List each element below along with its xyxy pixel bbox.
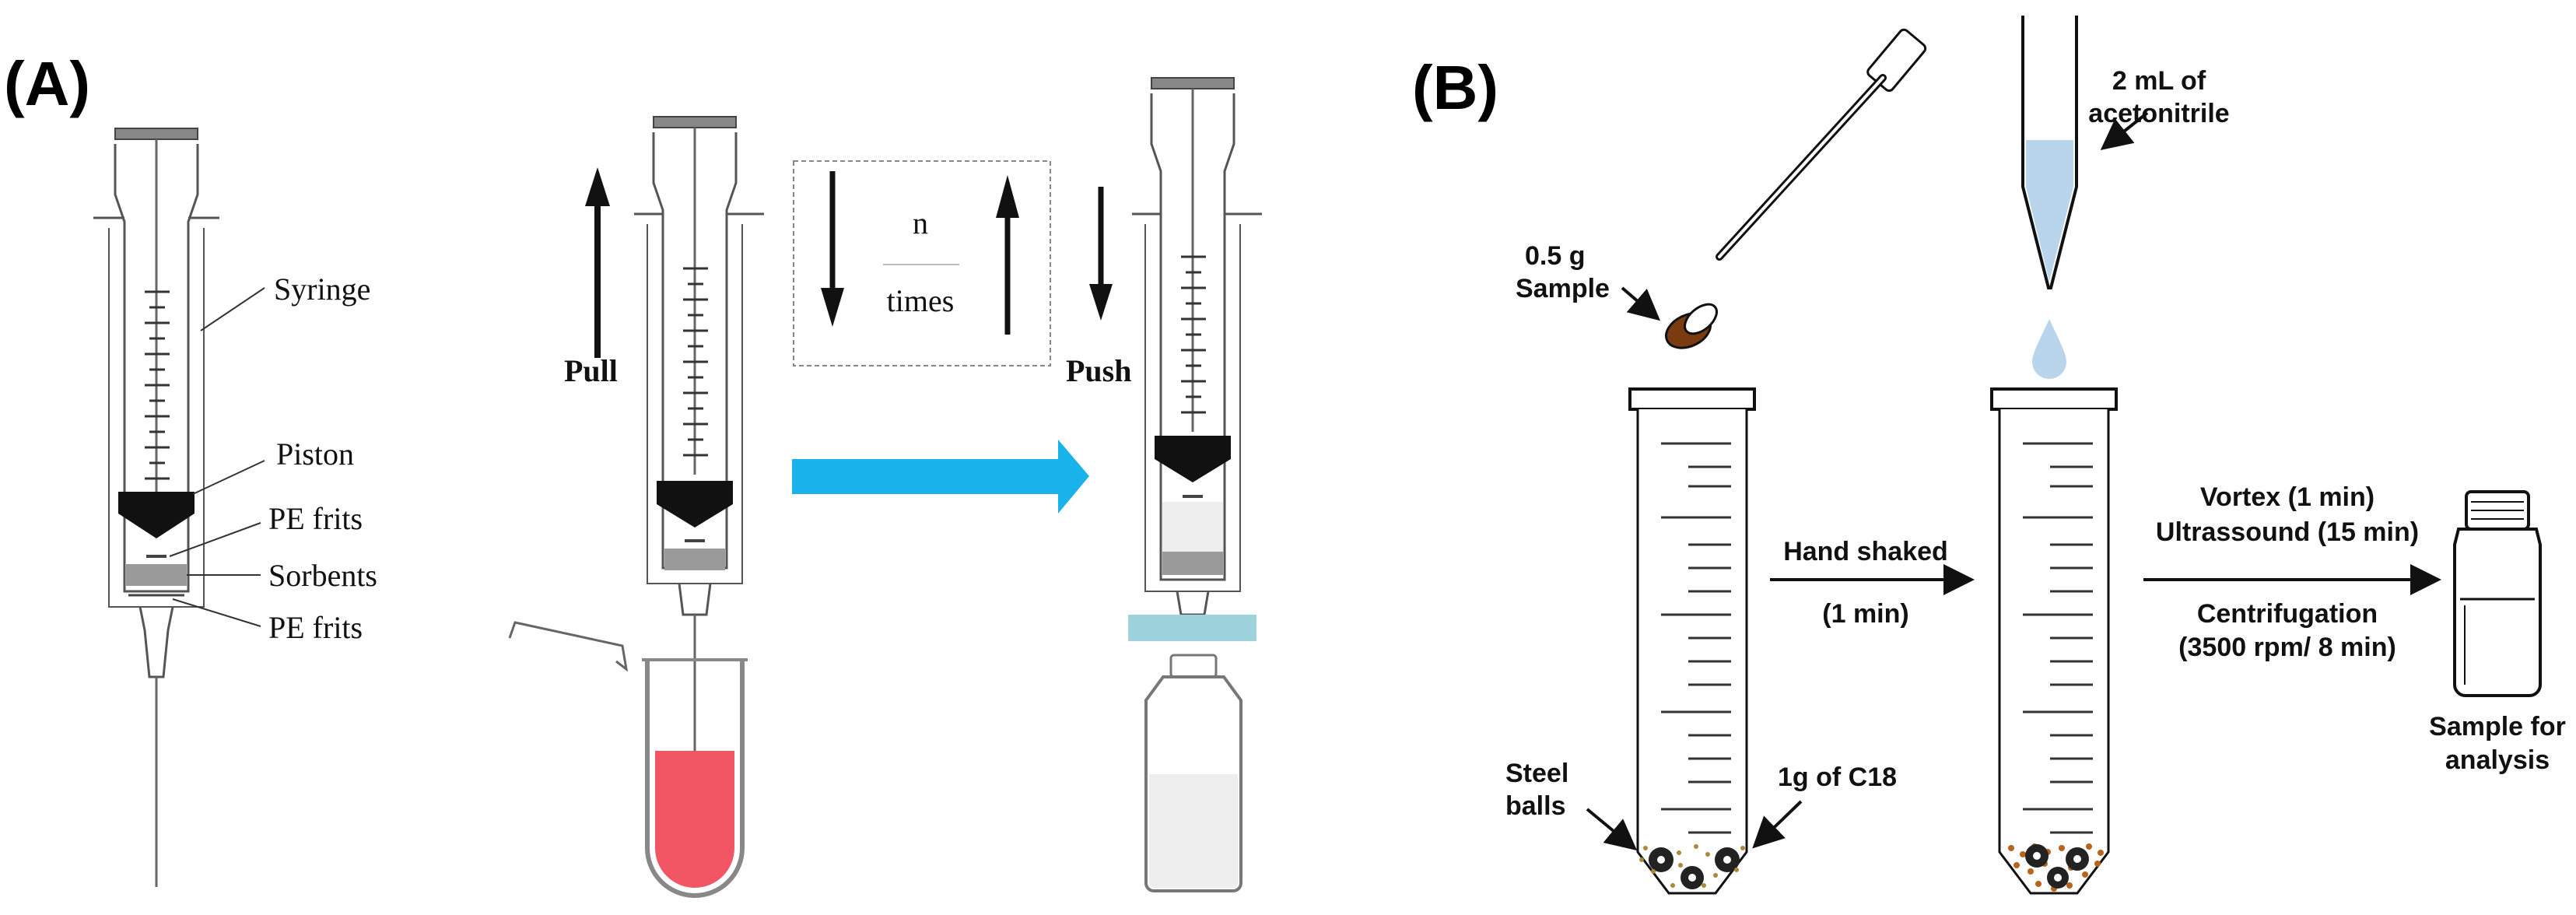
red-sample bbox=[655, 751, 734, 888]
piston bbox=[118, 492, 195, 538]
step1-line1: Hand shaked bbox=[1783, 537, 1948, 566]
falcon-tube-1 bbox=[1628, 387, 1756, 895]
syringe-label: Syringe bbox=[274, 272, 370, 307]
tube-holder bbox=[508, 621, 629, 672]
final-label-line1: Sample for bbox=[2429, 712, 2566, 741]
push-arrow: Push bbox=[1066, 187, 1132, 388]
panel-b-label: (B) bbox=[1412, 53, 1498, 122]
syringe-callouts: Syringe Piston PE frits Sorbents PE frit… bbox=[169, 272, 377, 645]
syringe-push bbox=[1132, 77, 1262, 616]
sorbent-bed bbox=[126, 564, 187, 586]
steel-balls-label-line2: balls bbox=[1505, 791, 1565, 821]
c18-sorbent-particles bbox=[1639, 844, 1745, 888]
piston-label: Piston bbox=[276, 436, 354, 472]
pipette bbox=[2021, 16, 2078, 379]
syringe-pull bbox=[634, 116, 764, 879]
acetonitrile-fill bbox=[2026, 140, 2073, 282]
down-arrow-icon bbox=[821, 288, 844, 327]
solvent-label: acetonitrile bbox=[2088, 99, 2229, 128]
process-arrow-icon bbox=[792, 440, 1089, 514]
cycle-n: n bbox=[913, 205, 928, 240]
tube-1-graduations bbox=[1661, 442, 1731, 834]
filter-membrane bbox=[1128, 615, 1256, 641]
step2-line2: Ultrassound (15 min) bbox=[2156, 517, 2419, 547]
pe-frits-bottom-label: PE frits bbox=[268, 610, 363, 645]
needle-hub bbox=[138, 606, 174, 678]
step1-line2: (1 min) bbox=[1822, 599, 1908, 629]
c18-label: 1g of C18 bbox=[1778, 762, 1897, 792]
cycle-box: n times bbox=[793, 160, 1051, 366]
pull-arrow: Pull bbox=[564, 167, 618, 388]
plunger-cap bbox=[114, 128, 198, 140]
pe-frits-top-label: PE frits bbox=[268, 501, 363, 536]
final-label-line2: analysis bbox=[2445, 745, 2550, 775]
sample-mass-label: 0.5 g bbox=[1525, 241, 1585, 271]
panel-a-label: (A) bbox=[4, 49, 90, 118]
up-arrow-icon bbox=[996, 175, 1019, 218]
steel-balls bbox=[1649, 847, 1740, 889]
sorbents-label: Sorbents bbox=[268, 558, 377, 593]
collection-vial bbox=[1144, 654, 1242, 892]
tube-2-graduations bbox=[2023, 442, 2093, 834]
sample-label: Sample bbox=[1516, 274, 1610, 303]
cycle-times: times bbox=[887, 283, 955, 318]
step2-line3: Centrifugation bbox=[2197, 599, 2378, 629]
step2-line4: (3500 rpm/ 8 min) bbox=[2178, 633, 2396, 662]
spatula bbox=[1665, 28, 1927, 349]
test-tube bbox=[508, 621, 748, 898]
falcon-tube-2 bbox=[1990, 387, 2118, 895]
solvent-volume-label: 2 mL of bbox=[2112, 66, 2206, 96]
sample-vial bbox=[2453, 490, 2542, 697]
steel-balls-label-line1: Steel bbox=[1505, 759, 1568, 788]
step2-line1: Vortex (1 min) bbox=[2200, 482, 2374, 512]
graduation-marks bbox=[145, 290, 170, 480]
outer-cartridge bbox=[108, 228, 205, 608]
push-label: Push bbox=[1066, 353, 1132, 388]
syringe-labeled bbox=[93, 128, 219, 887]
syringe-barrel bbox=[114, 144, 199, 593]
pull-label: Pull bbox=[564, 353, 618, 388]
droplet-icon bbox=[2032, 319, 2066, 379]
